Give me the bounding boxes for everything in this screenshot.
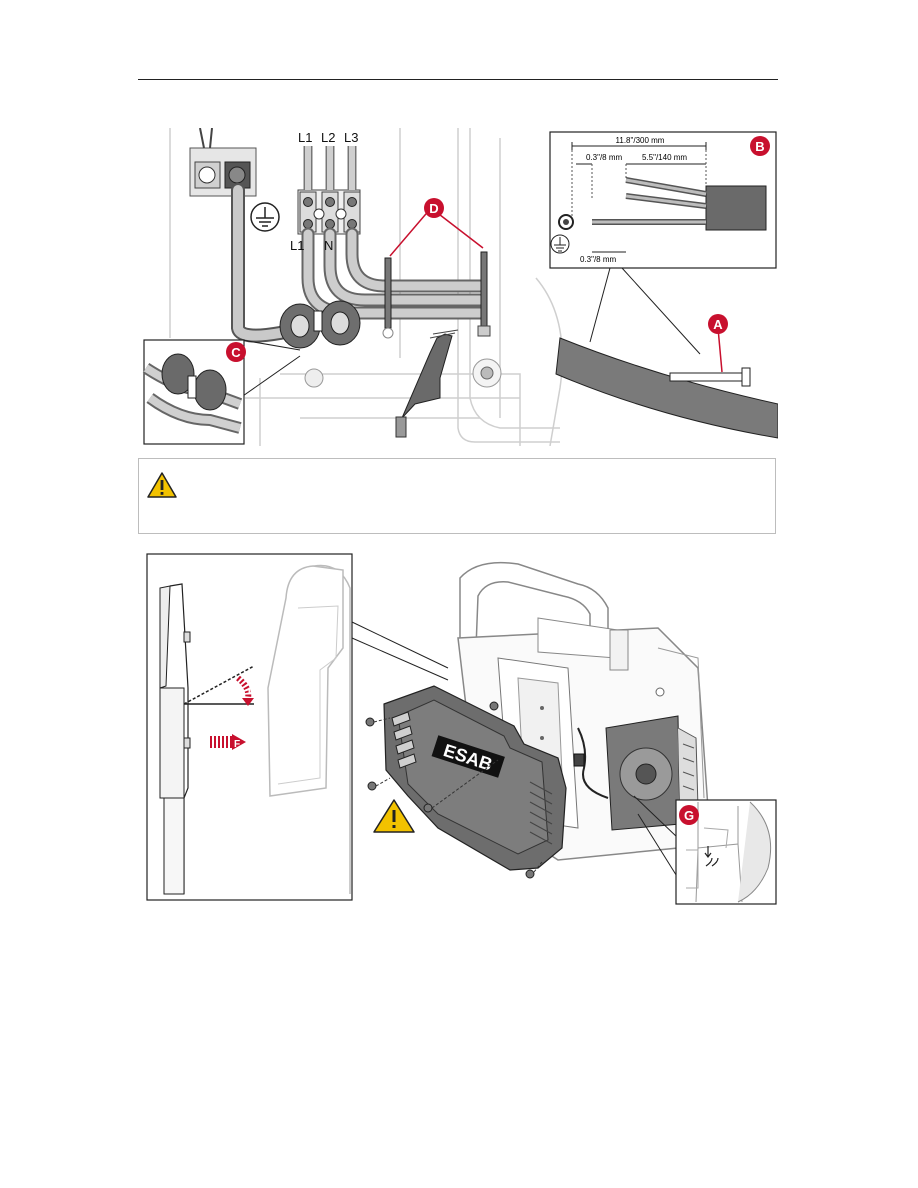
callout-a-label: A [713, 317, 723, 332]
dim-overall: 11.8"/300 mm [616, 136, 665, 145]
dim-ground-strip: 0.3"/8 mm [580, 255, 617, 264]
ground-symbol-icon-inset [550, 234, 570, 254]
screw-a: A [669, 314, 751, 387]
terminal-label-bottom-n: N [324, 238, 333, 253]
cable-ties [382, 251, 491, 339]
terminal-label-l1: L1 [298, 130, 312, 145]
inset-c: C [142, 339, 301, 445]
ferrite-cores [279, 300, 361, 349]
header-rule [138, 79, 778, 80]
mains-cable-exterior [555, 337, 778, 439]
callout-g-label: G [684, 808, 694, 823]
top-figure-drawing: D L1 L2 L3 L1 N C 11.8"/300 mm 0.3"/8 mm… [142, 128, 778, 446]
heatsink-part [401, 333, 453, 419]
callout-f-label: F [234, 739, 240, 750]
dim-strip-short: 0.3"/8 mm [586, 153, 623, 162]
bottom-figure-drawing: E F [146, 553, 777, 905]
terminal-label-bottom-l1: L1 [290, 238, 304, 253]
frame-screw [304, 368, 324, 388]
inset-b: 11.8"/300 mm 0.3"/8 mm 5.5"/140 mm 0.3"/… [549, 131, 777, 355]
callout-e-label: E [248, 686, 254, 696]
mains-terminal-strip [297, 189, 361, 235]
inset-g: G [633, 795, 777, 905]
callout-c-label: C [231, 345, 241, 360]
callout-b-label: B [755, 139, 764, 154]
terminal-label-l2: L2 [321, 130, 335, 145]
warning-triangle-icon-drawing [373, 799, 415, 833]
dim-strip-long: 5.5"/140 mm [642, 153, 687, 162]
terminal-label-l3: L3 [344, 130, 358, 145]
warning-box [138, 458, 776, 534]
callout-d: D [389, 198, 484, 257]
fan-airflow-symbol-icon [704, 846, 719, 867]
mains-cables [301, 227, 487, 320]
machine-frame-lines [169, 128, 563, 446]
bottom-figure-panel: E F [138, 548, 778, 908]
callout-d-label: D [429, 201, 438, 216]
top-figure-panel: D L1 L2 L3 L1 N C 11.8"/300 mm 0.3"/8 mm… [140, 128, 778, 446]
inset-e-f: E F [146, 553, 449, 901]
warning-triangle-icon [147, 472, 177, 498]
standoff [395, 416, 407, 438]
ground-symbol-icon [250, 202, 280, 232]
side-panel-esab: ESAB [365, 685, 567, 879]
